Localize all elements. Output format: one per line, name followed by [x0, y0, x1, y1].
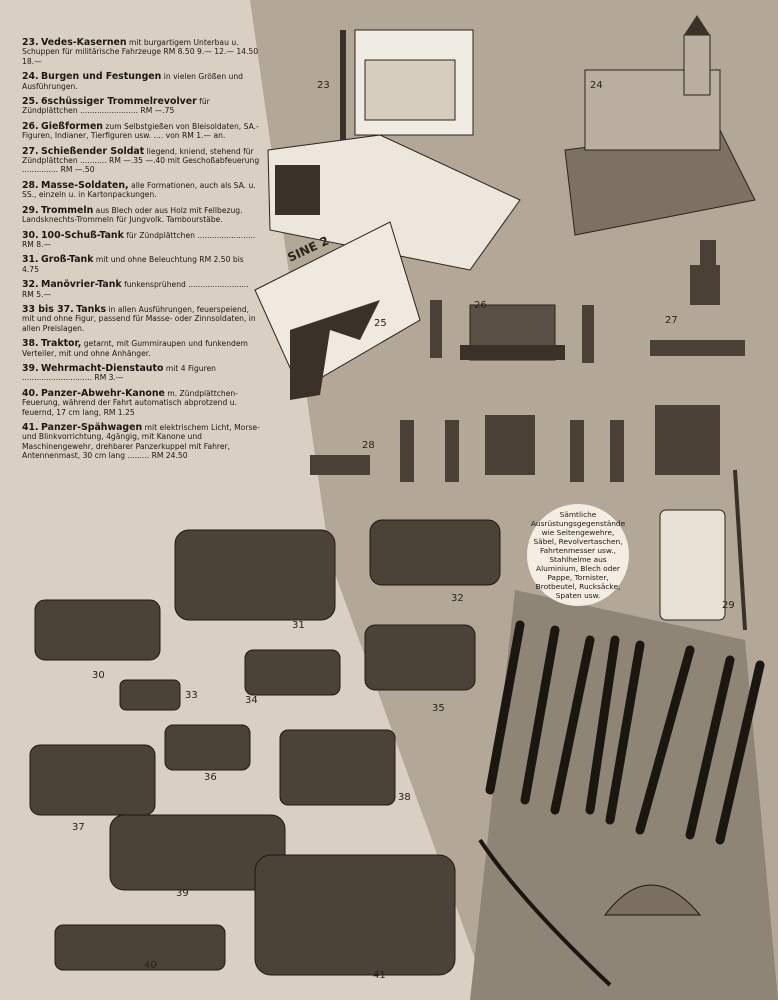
saber-illustration: [478, 838, 612, 987]
figure-label-25: 25: [374, 318, 387, 329]
entry-name: Vedes-Kasernen: [41, 37, 127, 48]
entry-number: 38.: [22, 338, 39, 350]
catalog-entry: 29. Trommeln aus Blech oder aus Holz mit…: [22, 204, 260, 225]
entry-name: Burgen und Festungen: [41, 71, 162, 83]
barracks-illustration: [267, 29, 521, 271]
entry-name: Panzer-Abwehr-Kanone: [41, 387, 165, 399]
figure-label-24: 24: [590, 80, 603, 91]
entry-description: getarnt, mit Gummiraupen und funkendem V…: [22, 339, 248, 358]
entry-name: Gießformen: [41, 120, 103, 132]
soldier-figures: [310, 240, 745, 482]
entry-name: Tanks: [76, 303, 107, 315]
equipment-callout-text: Sämtliche Ausrüstungsgegenstände wie Sei…: [530, 510, 626, 600]
catalog-entry: 26. Gießformen zum Selbstgießen von Blei…: [22, 122, 260, 141]
entry-description: in vielen Größen und Ausführungen.: [22, 72, 243, 91]
entry-number: 31.: [22, 254, 39, 266]
figure-label-27: 27: [665, 315, 678, 326]
entry-number: 24.: [22, 71, 39, 83]
figure-label-40: 40: [144, 960, 157, 971]
casting-mold-illustration: [460, 304, 565, 361]
entry-name: Schießender Soldat: [41, 145, 145, 157]
catalog-entry: 30. 100-Schuß-Tank für Zündplättchen ...…: [22, 229, 260, 250]
helmet-illustration: [603, 884, 702, 916]
catalog-entry: 25. 6schüssiger Trommelrevolver für Zünd…: [22, 97, 260, 116]
entry-description: alle Formationen, auch als SA. u. SS., e…: [22, 180, 256, 200]
revolver-box-illustration: [254, 221, 421, 400]
entry-number: 41.: [22, 422, 39, 433]
entry-description: für Zündplättchen ......................…: [22, 230, 256, 249]
entry-description: aus Blech oder aus Holz mit Fellbezug. L…: [22, 205, 243, 225]
entry-number: 28.: [22, 179, 39, 191]
equipment-figures: [485, 620, 765, 845]
figure-label-26: 26: [474, 300, 487, 311]
entry-name: Manövrier-Tank: [41, 279, 122, 291]
entry-description: liegend, kniend, stehend für Zündplättch…: [22, 146, 260, 175]
drum-illustration: [659, 469, 747, 631]
entry-name: Traktor,: [41, 338, 82, 350]
catalog-listing: 23. Vedes-Kasernen mit burgartigem Unter…: [22, 38, 260, 467]
catalog-entry: 41. Panzer-Spähwagen mit elektrischem Li…: [22, 423, 260, 461]
catalog-entry: 32. Manövrier-Tank funkensprühend ......…: [22, 280, 260, 299]
figure-label-31: 31: [292, 620, 305, 631]
entry-description: in allen Ausführungen, feuerspeiend, mit…: [22, 304, 256, 333]
catalog-entry: 33 bis 37. Tanks in allen Ausführungen, …: [22, 305, 260, 333]
entry-number: 39.: [22, 362, 39, 374]
entry-number: 30.: [22, 229, 39, 241]
catalog-entry: 24. Burgen und Festungen in vielen Größe…: [22, 72, 260, 91]
figure-label-32: 32: [451, 593, 464, 604]
catalog-entry: 39. Wehrmacht-Dienstauto mit 4 Figuren .…: [22, 364, 260, 383]
figure-label-37: 37: [72, 822, 85, 833]
entry-name: Trommeln: [41, 204, 94, 216]
entry-description: mit und ohne Beleuchtung RM 2.50 bis 4.7…: [22, 255, 244, 274]
entry-name: Groß-Tank: [41, 254, 94, 266]
entry-name: 6schüssiger Trommelrevolver: [41, 96, 197, 108]
entry-number: 29.: [22, 204, 39, 216]
entry-name: Masse-Soldaten,: [41, 179, 129, 191]
entry-description: mit elektrischem Licht, Morse- und Blink…: [22, 423, 260, 461]
catalog-entry: 23. Vedes-Kasernen mit burgartigem Unter…: [22, 38, 260, 66]
figure-label-28: 28: [362, 440, 375, 451]
entry-number: 32.: [22, 279, 39, 291]
catalog-entry: 28. Masse-Soldaten, alle Formationen, au…: [22, 181, 260, 200]
entry-description: funkensprühend .........................…: [22, 280, 249, 299]
entry-description: zum Selbstgießen von Bleisoldaten, SA.-F…: [22, 121, 259, 141]
entry-number: 27.: [22, 145, 39, 157]
catalog-entry: 27. Schießender Soldat liegend, kniend, …: [22, 145, 260, 175]
equipment-callout: Sämtliche Ausrüstungsgegenstände wie Sei…: [527, 504, 629, 606]
figure-label-34: 34: [245, 695, 258, 706]
tank-figures: [29, 519, 501, 816]
catalog-entry: 40. Panzer-Abwehr-Kanone m. Zündplättche…: [22, 389, 260, 417]
entry-description: mit burgartigem Unterbau u. Schuppen für…: [22, 38, 259, 66]
entry-name: Panzer-Spähwagen: [41, 422, 143, 433]
entry-number: 40.: [22, 387, 39, 399]
catalog-entry: 31. Groß-Tank mit und ohne Beleuchtung R…: [22, 255, 260, 274]
figure-label-30: 30: [92, 670, 105, 681]
vehicle-figures: [54, 814, 456, 976]
figure-label-29: 29: [722, 600, 735, 611]
entry-name: Wehrmacht-Dienstauto: [41, 362, 164, 374]
figure-label-36: 36: [204, 772, 217, 783]
entry-number: 25.: [22, 96, 39, 108]
figure-label-23: 23: [317, 80, 330, 91]
castle-illustration: [564, 15, 756, 236]
entry-description: für Zündplättchen ......................…: [22, 97, 210, 116]
figure-label-33: 33: [185, 690, 198, 701]
entry-description: mit 4 Figuren ..........................…: [22, 363, 216, 383]
figure-label-35: 35: [432, 703, 445, 714]
entry-name: 100-Schuß-Tank: [41, 229, 124, 241]
catalog-entry: 38. Traktor, getarnt, mit Gummiraupen un…: [22, 339, 260, 358]
entry-number: 33 bis 37.: [22, 303, 74, 315]
figure-label-38: 38: [398, 792, 411, 803]
figure-label-39: 39: [176, 888, 189, 899]
entry-number: 23.: [22, 37, 39, 48]
figure-label-41: 41: [373, 970, 386, 981]
entry-description: m. Zündplättchen-Feuerung, während der F…: [22, 388, 238, 417]
entry-number: 26.: [22, 120, 39, 132]
